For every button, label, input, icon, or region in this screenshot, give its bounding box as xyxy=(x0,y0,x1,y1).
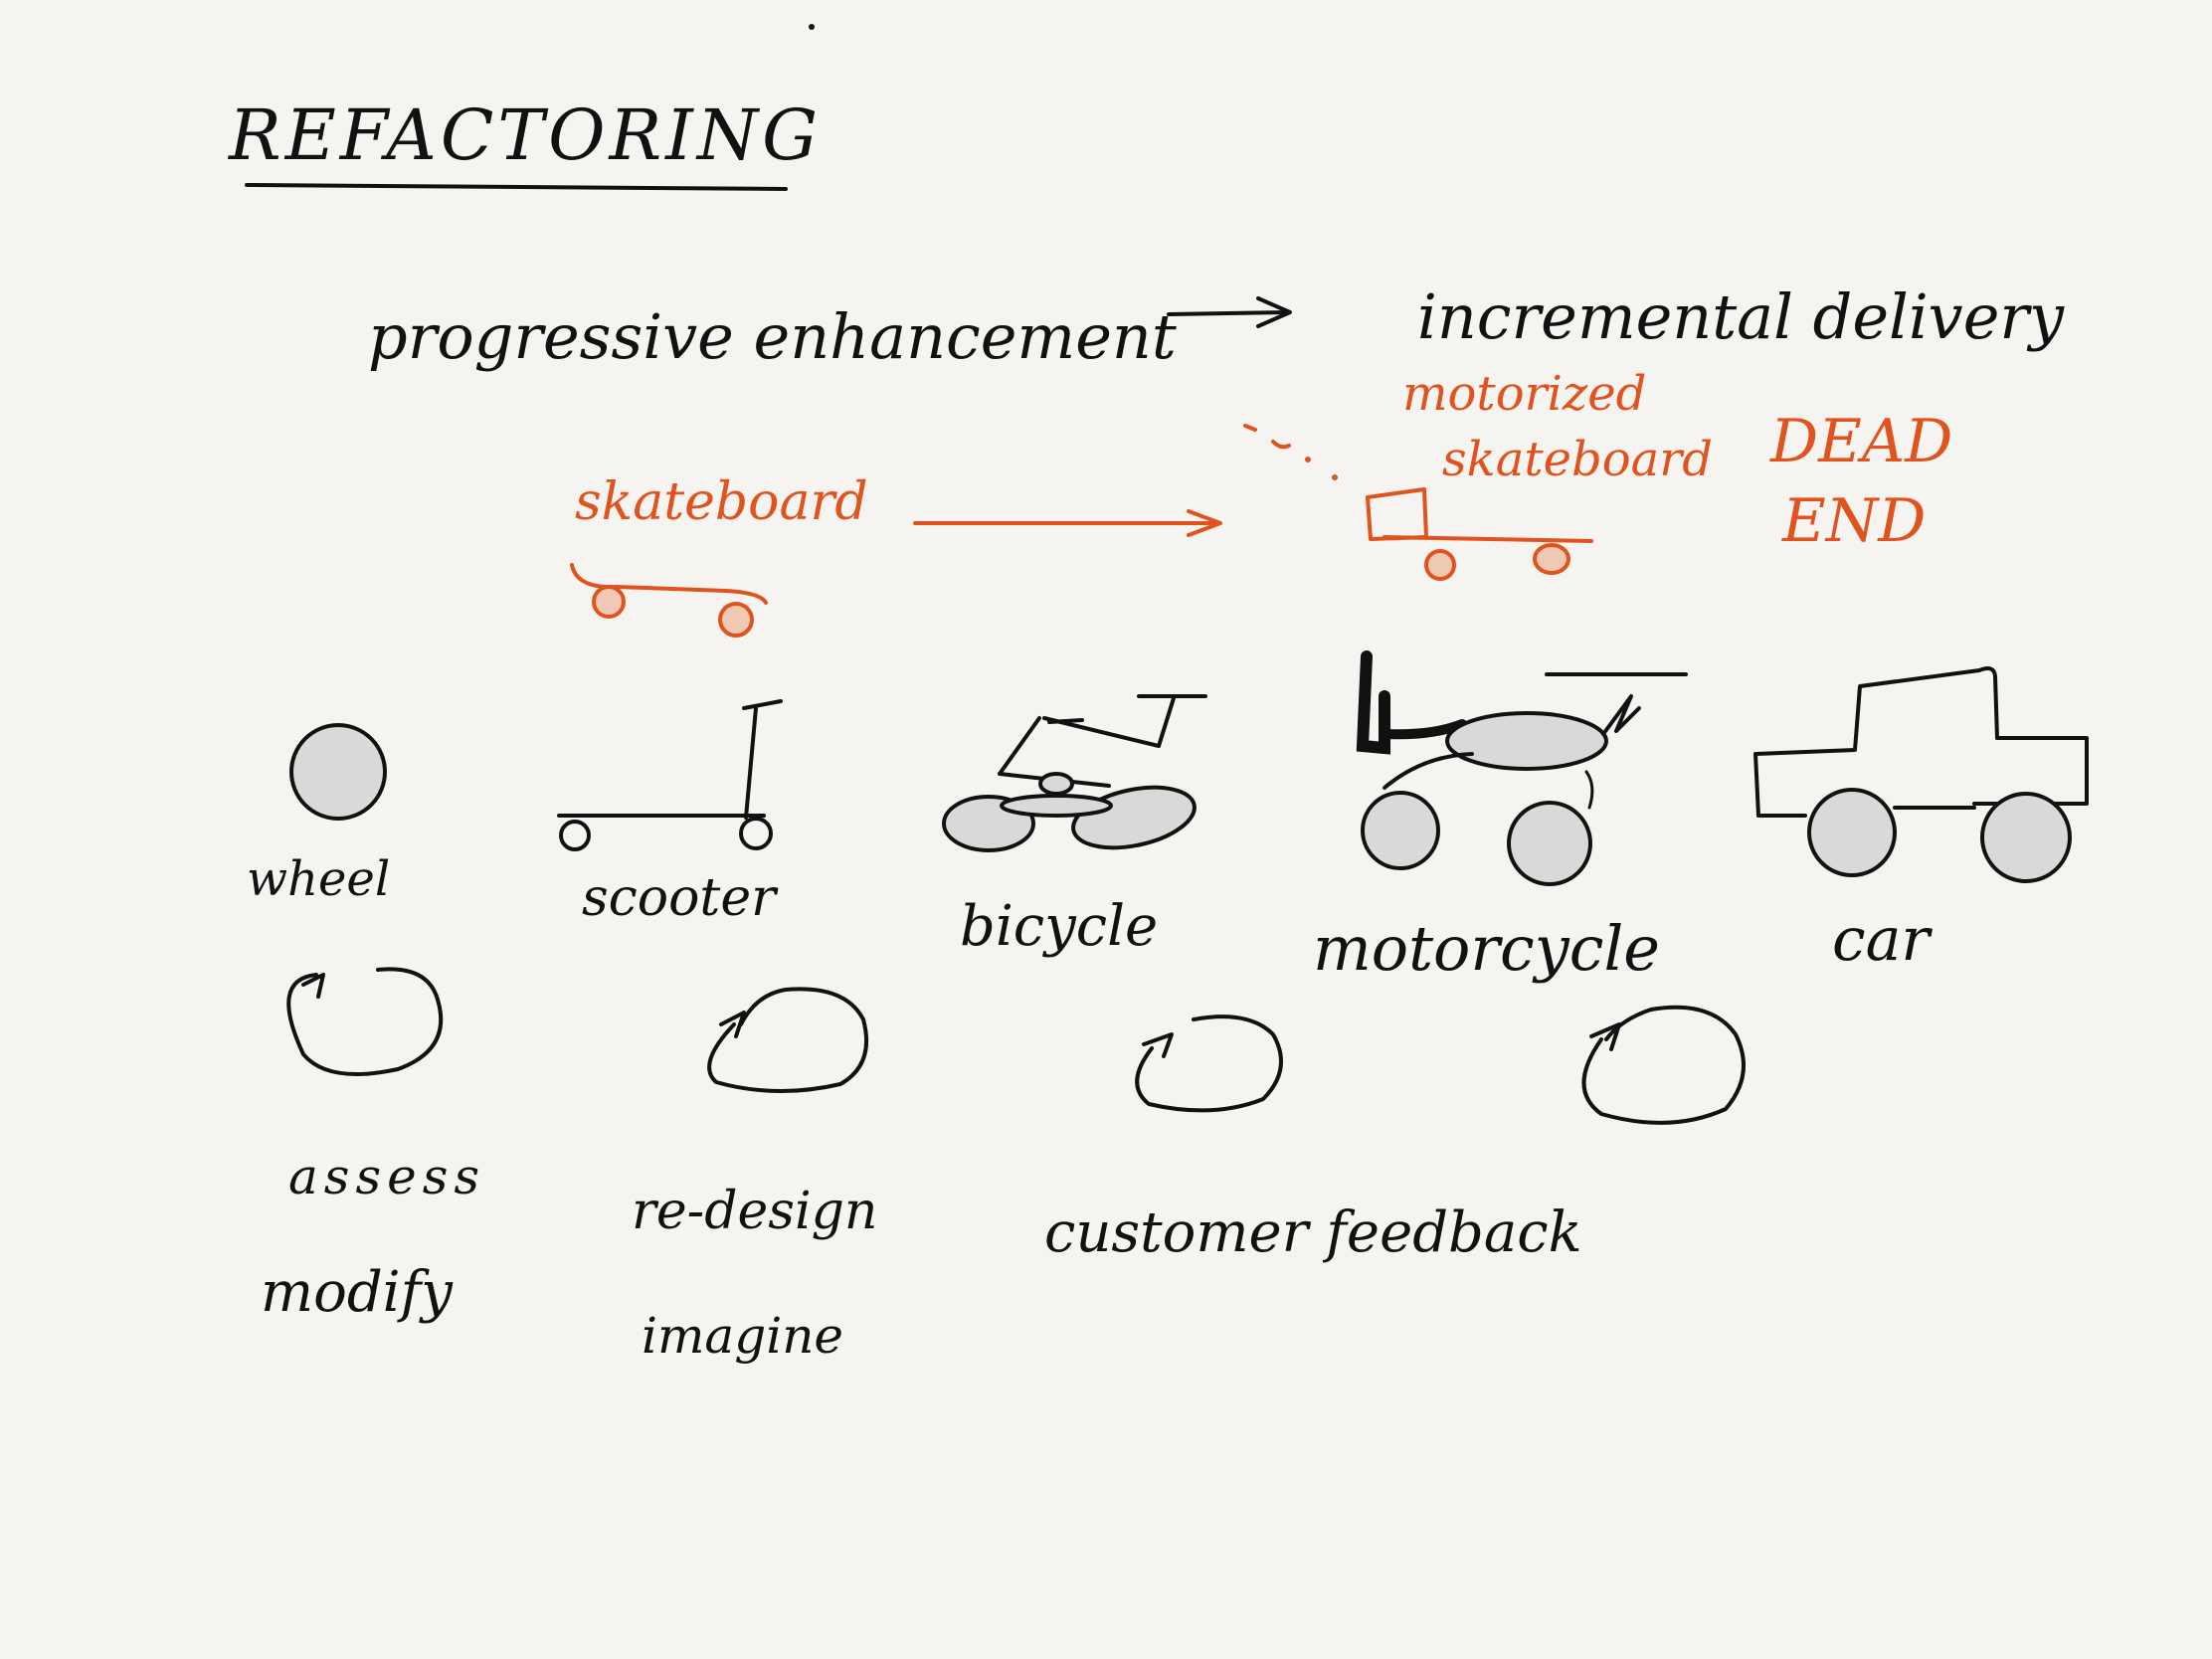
wheel-label: wheel xyxy=(247,851,390,907)
motorcycle-label: motorcycle xyxy=(1313,912,1660,985)
loop-icon-4 xyxy=(1581,1005,1746,1125)
imagine-label: imagine xyxy=(642,1307,843,1365)
bicycle-label: bicycle xyxy=(960,894,1158,959)
concept-from-label: progressive enhancement xyxy=(368,300,1177,373)
title-underline xyxy=(245,183,788,191)
concept-arrow xyxy=(1167,296,1292,328)
loop-icon-1 xyxy=(286,967,444,1076)
skateboard-evolution-arrow xyxy=(913,509,1222,537)
page-title: REFACTORING xyxy=(227,94,822,176)
assess-label: assess xyxy=(288,1148,485,1205)
motorized-label-line2: skateboard xyxy=(1442,432,1713,487)
wheel-drawing xyxy=(289,723,387,821)
motorized-label-line1: motorized xyxy=(1402,366,1646,422)
motorized-skateboard-drawing xyxy=(1366,487,1593,581)
redesign-label: re-design xyxy=(632,1182,877,1241)
modify-label: modify xyxy=(261,1260,454,1325)
motorcycle-drawing xyxy=(1356,650,1688,886)
skateboard-drawing xyxy=(570,563,768,638)
car-label: car xyxy=(1832,905,1933,975)
scooter-drawing xyxy=(557,699,783,851)
bicycle-drawing xyxy=(942,694,1207,852)
loop-icon-3 xyxy=(1135,1014,1283,1113)
dead-end-line2: END xyxy=(1781,486,1926,556)
concept-to-label: incremental delivery xyxy=(1417,280,2065,353)
dotted-path xyxy=(1243,424,1338,480)
dead-end-line1: DEAD xyxy=(1769,407,1952,476)
customer-feedback-label: customer feedback xyxy=(1044,1200,1582,1265)
car-drawing xyxy=(1753,666,2089,883)
scooter-label: scooter xyxy=(582,868,779,928)
stray-dot xyxy=(809,24,815,30)
loop-icon-2 xyxy=(707,987,869,1093)
skateboard-label: skateboard xyxy=(575,472,868,532)
